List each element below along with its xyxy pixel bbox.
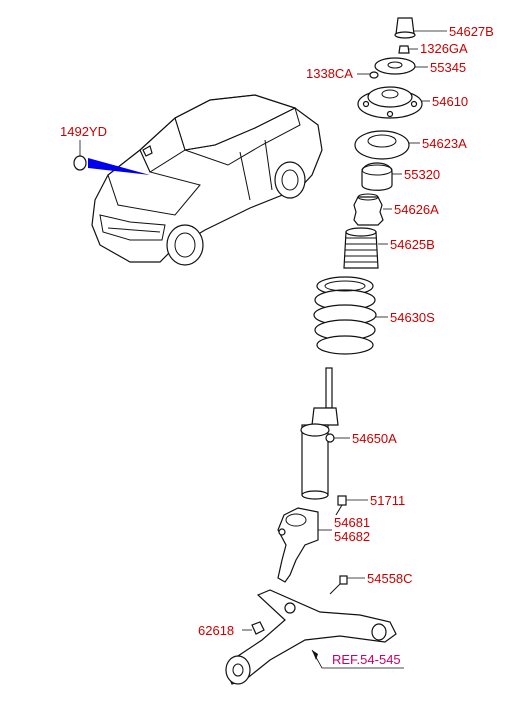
part-54558c: [329, 575, 348, 595]
label-1326ga: 1326GA: [420, 41, 468, 56]
car-illustration: [91, 94, 323, 266]
label-54630s: 54630S: [390, 310, 435, 325]
part-54626a: [353, 193, 384, 226]
part-54623a: [354, 130, 410, 160]
label-54623a: 54623A: [422, 136, 467, 151]
label-ref-54-545: REF.54-545: [332, 652, 401, 667]
label-51711: 51711: [370, 493, 405, 508]
part-54625b: [343, 227, 379, 269]
label-1338ca: 1338CA: [306, 66, 353, 81]
label-1492yd: 1492YD: [60, 124, 107, 139]
part-55345: [374, 57, 416, 75]
part-54630s: [313, 276, 377, 355]
part-54681-54682: [277, 507, 319, 583]
part-54610: [357, 86, 423, 119]
label-55345: 55345: [430, 60, 466, 75]
part-1338ca: [369, 71, 379, 79]
label-54625b: 54625B: [390, 237, 435, 252]
label-54682: 54682: [334, 529, 370, 544]
label-62618: 62618: [198, 623, 234, 638]
lower-control-arm: [225, 589, 397, 685]
label-54627b: 54627B: [449, 24, 494, 39]
part-62618: [251, 621, 265, 635]
label-54610: 54610: [432, 94, 468, 109]
part-51711: [335, 495, 347, 516]
part-54627b: [394, 17, 416, 39]
part-1326ga: [398, 45, 410, 54]
highlight-pointer: [88, 158, 150, 175]
part-55320: [361, 162, 393, 191]
label-54626a: 54626A: [394, 202, 439, 217]
label-54650a: 54650A: [352, 431, 397, 446]
label-55320: 55320: [404, 167, 440, 182]
label-54558c: 54558C: [367, 571, 413, 586]
part-1492yd-cap: [73, 155, 87, 171]
label-54681: 54681: [334, 515, 370, 530]
part-54650a: [300, 367, 339, 500]
